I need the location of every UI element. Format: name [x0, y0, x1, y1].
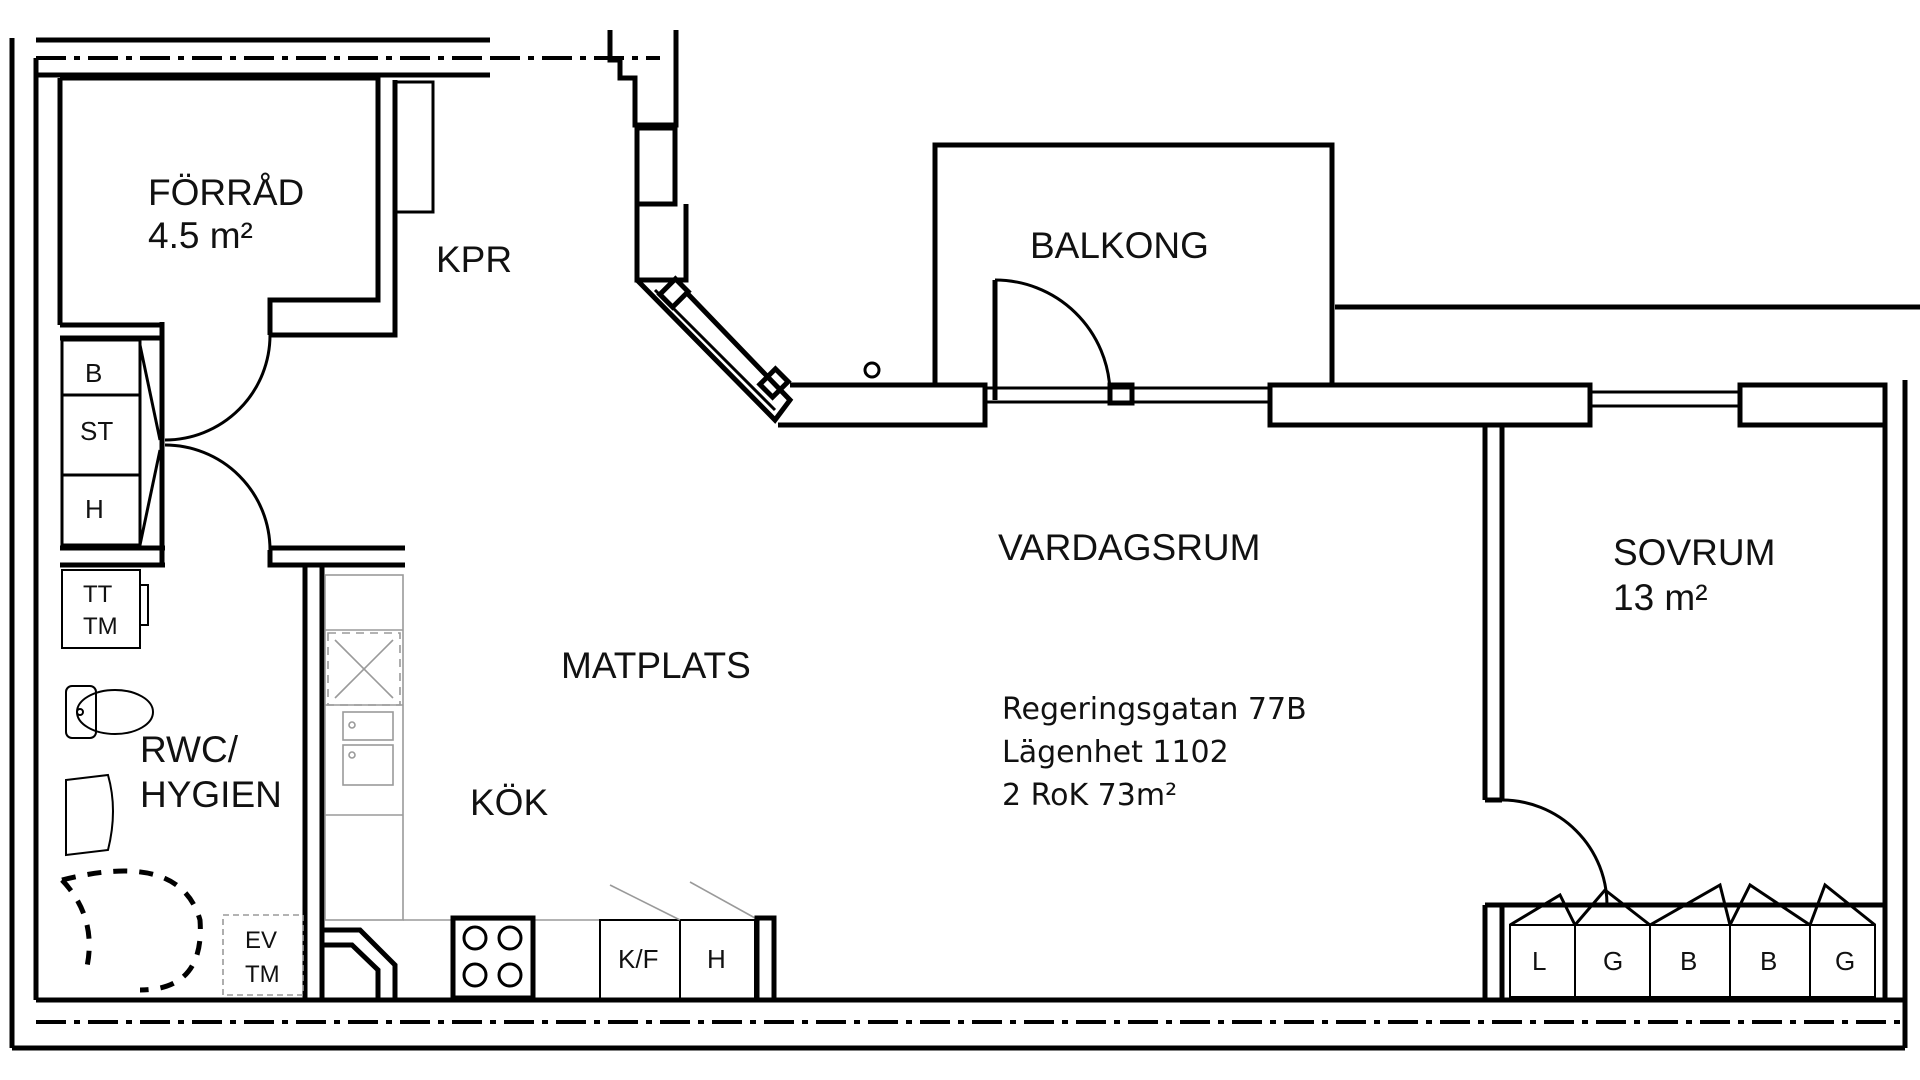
closet-b-label: B: [85, 358, 102, 388]
kpr-label: KPR: [436, 239, 512, 280]
apartment-number-text: Lägenhet 1102: [1002, 735, 1229, 770]
kitchen-h-label: H: [707, 944, 726, 974]
storage-walls: [57, 75, 435, 565]
kitchen-kf-label: K/F: [618, 944, 658, 974]
hygien-label: HYGIEN: [140, 774, 282, 815]
bedroom-closet-g1: G: [1603, 946, 1623, 976]
apartment-info: Regeringsgatan 77B Lägenhet 1102 2 RoK 7…: [1002, 692, 1307, 813]
bathroom: TT TM EV TM: [60, 545, 405, 1000]
balkong-label: BALKONG: [1030, 225, 1209, 266]
forrad-label: FÖRRÅD: [148, 172, 304, 213]
forrad-area-label: 4.5 m²: [148, 215, 253, 256]
hall-closets: B ST H: [60, 338, 165, 568]
facade-walls: [607, 30, 1920, 428]
sovrum-area-label: 13 m²: [1613, 577, 1708, 618]
kok-label: KÖK: [470, 782, 548, 823]
matplats-label: MATPLATS: [561, 645, 751, 686]
bedroom-closet-b1: B: [1680, 946, 1697, 976]
closet-st-label: ST: [80, 416, 113, 446]
kitchen: K/F H: [322, 574, 777, 1003]
tm-label: TM: [83, 613, 118, 640]
ev-label: EV: [245, 927, 277, 954]
sovrum-label: SOVRUM: [1613, 532, 1775, 573]
address-text: Regeringsgatan 77B: [1002, 692, 1307, 727]
bedroom-walls: L G B B G: [1482, 425, 1885, 1000]
tt-label: TT: [83, 581, 113, 608]
outer-walls: [9, 37, 1908, 1051]
bedroom-closet-g2: G: [1835, 946, 1855, 976]
apartment-size-text: 2 RoK 73m²: [1002, 778, 1177, 813]
rwc-label: RWC/: [140, 729, 239, 770]
closet-h-label: H: [85, 494, 104, 524]
bedroom-closet-l: L: [1532, 946, 1546, 976]
room-labels: FÖRRÅD 4.5 m² KPR BALKONG VARDAGSRUM SOV…: [140, 172, 1775, 823]
vardagsrum-label: VARDAGSRUM: [998, 527, 1260, 568]
ev-tm-label: TM: [245, 961, 280, 988]
bedroom-closet-b2: B: [1760, 946, 1777, 976]
